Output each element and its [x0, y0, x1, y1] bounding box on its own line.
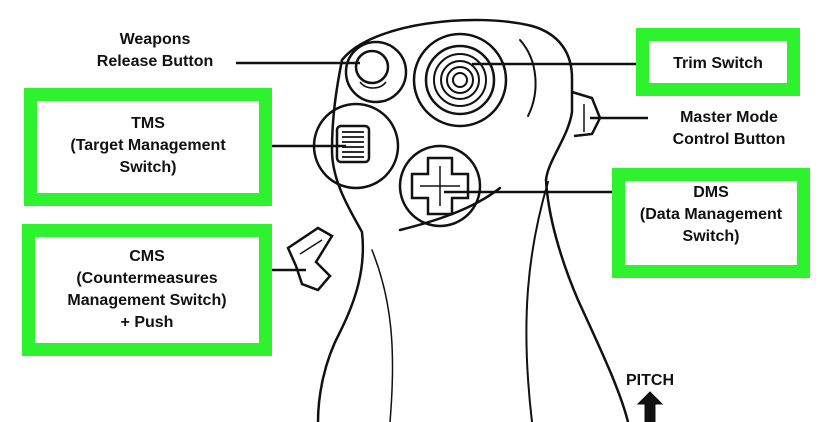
highlight-box-dms	[612, 168, 810, 278]
dms-switch	[398, 144, 482, 228]
master-mode-button	[571, 90, 602, 138]
grip-outline	[340, 18, 630, 422]
label-dms: DMS (Data Management Switch)	[639, 184, 783, 245]
cms-switch	[286, 226, 334, 292]
highlight-box-trim-switch	[636, 28, 800, 96]
label-pitch: PITCH	[626, 372, 674, 389]
grip-outline-left	[316, 58, 365, 422]
highlight-box-cms	[22, 224, 272, 356]
highlight-box-tms	[24, 88, 272, 206]
tms-switch	[312, 102, 400, 190]
pitch-arrow-icon	[636, 391, 664, 422]
label-master-mode: Master Mode Control Button	[672, 109, 786, 148]
label-weapons-release: Weapons Release Button	[96, 31, 214, 70]
trim-switch	[412, 32, 508, 128]
label-tms: TMS (Target Management Switch)	[70, 115, 226, 176]
weapons-release-button	[344, 40, 408, 104]
label-cms: CMS (Countermeasures Management Switch) …	[67, 248, 227, 331]
label-trim-switch: Trim Switch	[673, 55, 763, 72]
